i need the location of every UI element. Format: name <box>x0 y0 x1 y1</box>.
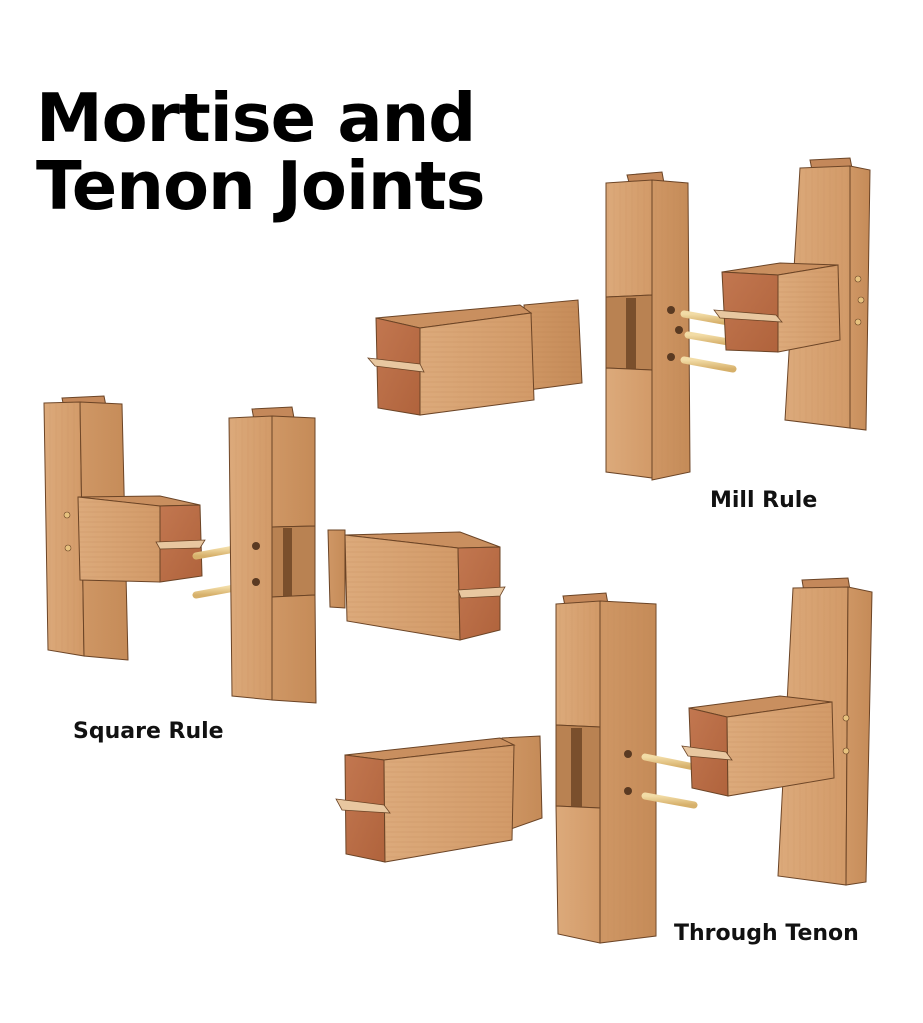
through-tenon-pegs <box>641 753 698 809</box>
through-tenon-beam <box>335 735 543 863</box>
page-title: Mortise and Tenon Joints <box>36 84 486 220</box>
mill-rule-post-mortise <box>605 171 691 481</box>
square-rule-post-beam <box>43 395 206 661</box>
through-tenon-joint <box>335 577 873 944</box>
through-tenon-post-beam <box>681 577 873 886</box>
through-tenon-post-mortise <box>555 592 657 944</box>
through-tenon-label: Through Tenon <box>674 921 859 946</box>
title-line-2: Tenon Joints <box>36 147 486 225</box>
mill-rule-post-beam <box>713 157 871 431</box>
square-rule-joint <box>43 395 506 704</box>
mill-rule-joint <box>367 157 871 481</box>
mill-rule-label: Mill Rule <box>710 488 818 513</box>
title-line-1: Mortise and <box>36 79 476 157</box>
square-rule-beam <box>327 529 506 641</box>
square-rule-label: Square Rule <box>73 719 224 744</box>
mill-rule-beam <box>367 299 583 416</box>
square-rule-post-mortise <box>228 406 317 704</box>
